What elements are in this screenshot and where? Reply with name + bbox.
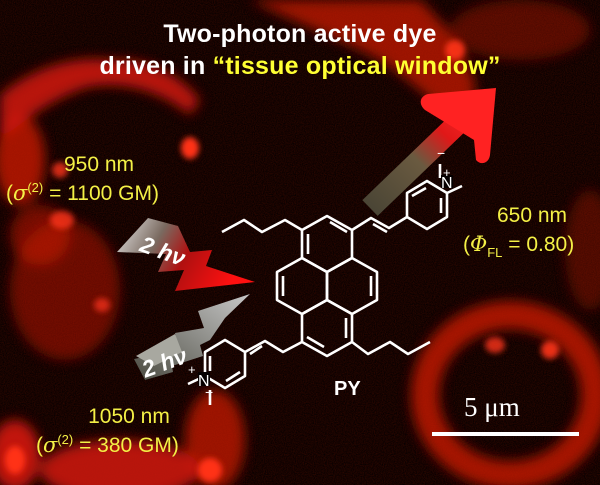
emission-arrow-icon bbox=[362, 88, 496, 216]
excitation-950-wavelength: 950 nm bbox=[63, 153, 135, 176]
paren: ( bbox=[36, 434, 43, 457]
emission-wavelength: 650 nm bbox=[496, 204, 568, 227]
molecule-py-structure bbox=[187, 164, 463, 405]
n-atom-bottom: N bbox=[198, 373, 210, 390]
title-line-2: driven in “tissue optical window” bbox=[0, 52, 600, 81]
sigma-superscript: (2) bbox=[27, 180, 44, 195]
title-line-1: Two-photon active dye bbox=[163, 20, 437, 48]
bolt-1050-label: 2 hν bbox=[137, 342, 190, 383]
minus-top: − bbox=[437, 145, 445, 161]
scale-bar bbox=[432, 432, 579, 436]
minus-bottom: − bbox=[205, 384, 213, 400]
cross-section-value: = 1100 GM) bbox=[43, 182, 159, 205]
excitation-1050-cross-section: (σ(2) = 380 GM) bbox=[36, 432, 179, 458]
scale-bar-label: 5 μm bbox=[464, 392, 520, 422]
plus-top: + bbox=[443, 165, 451, 180]
phi-symbol: Φ bbox=[470, 232, 488, 256]
sigma-symbol: σ bbox=[13, 181, 28, 205]
cross-section-value: = 380 GM) bbox=[73, 434, 179, 457]
title-line-2-prefix: driven in bbox=[99, 52, 213, 80]
n-atom-top: N bbox=[441, 175, 453, 192]
paren: ( bbox=[463, 233, 470, 256]
plus-bottom: + bbox=[188, 362, 196, 377]
emission-quantum-yield: (ΦFL = 0.80) bbox=[463, 232, 575, 261]
atom-labels: N + − N + − bbox=[188, 145, 453, 400]
phi-subscript: FL bbox=[487, 245, 503, 261]
paren: ( bbox=[6, 182, 13, 205]
sigma-symbol: σ bbox=[43, 433, 58, 457]
quantum-yield-value: = 0.80) bbox=[502, 233, 575, 256]
molecule-label: PY bbox=[334, 378, 361, 400]
title-highlight: “tissue optical window” bbox=[212, 52, 501, 80]
excitation-1050-wavelength: 1050 nm bbox=[88, 405, 170, 428]
sigma-superscript: (2) bbox=[57, 432, 74, 447]
lightning-bolt-950-icon: 2 hν bbox=[117, 218, 255, 291]
excitation-950-cross-section: (σ(2) = 1100 GM) bbox=[6, 180, 159, 206]
